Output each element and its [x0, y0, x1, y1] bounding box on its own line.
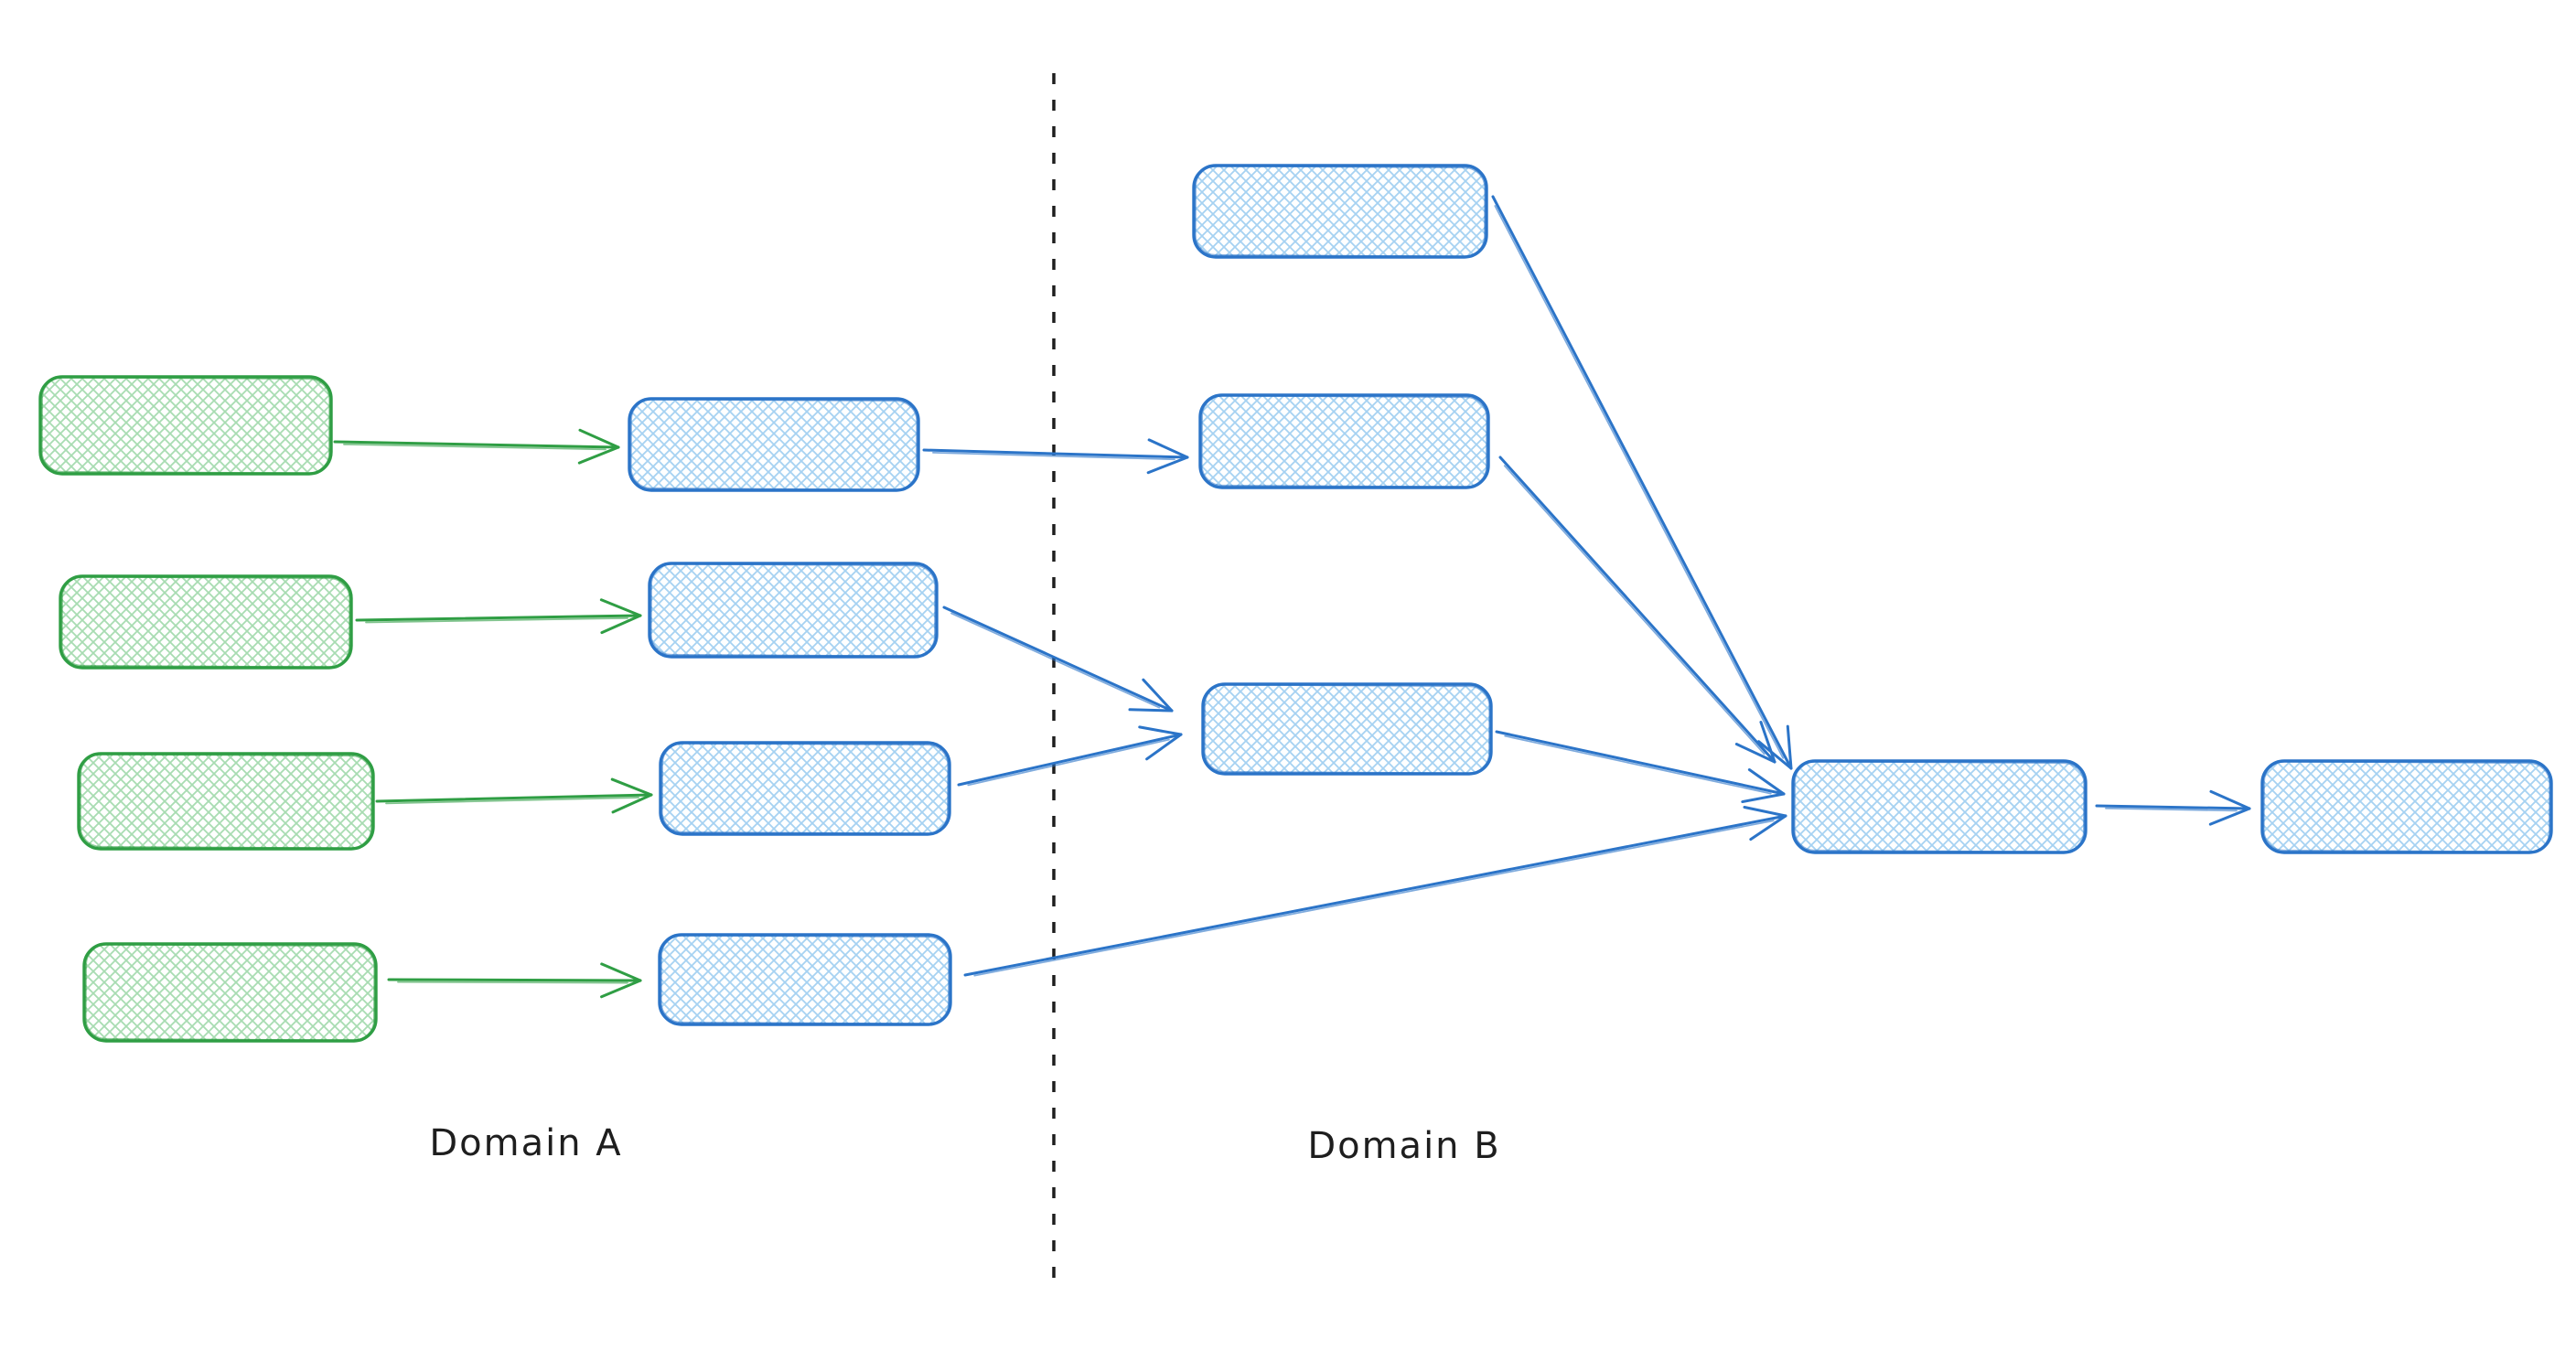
edge-stage-a4-to-merge[interactable]	[963, 805, 1787, 977]
node-stage-a1[interactable]	[628, 397, 920, 492]
node-output[interactable]	[2260, 759, 2553, 854]
edge-stage-b3-to-merge[interactable]	[1495, 730, 1786, 804]
node-stage-b1[interactable]	[1192, 164, 1488, 259]
edge-source-a1-to-stage-a1[interactable]	[333, 428, 620, 465]
node-source-a3[interactable]	[77, 752, 375, 851]
edge-stage-b1-to-merge[interactable]	[1491, 195, 1793, 770]
shapes-layer	[38, 73, 2553, 1281]
node-stage-b3[interactable]	[1201, 682, 1493, 776]
edge-merge-to-output[interactable]	[2095, 789, 2251, 826]
edge-stage-b2-to-merge[interactable]	[1498, 456, 1776, 764]
edge-stage-a2-to-stage-b3[interactable]	[942, 606, 1174, 713]
edge-source-a2-to-stage-a2[interactable]	[355, 598, 642, 635]
edge-stage-a1-to-stage-b2[interactable]	[922, 438, 1189, 475]
node-source-a4[interactable]	[82, 942, 378, 1043]
edge-stage-a3-to-stage-b3[interactable]	[957, 725, 1183, 787]
node-stage-b2[interactable]	[1198, 393, 1490, 489]
node-source-a2[interactable]	[59, 574, 353, 670]
edge-source-a4-to-stage-a4[interactable]	[387, 962, 642, 999]
node-stage-a4[interactable]	[658, 933, 952, 1026]
node-source-a1[interactable]	[38, 375, 333, 476]
domain-a-label[interactable]: Domain A	[429, 1122, 622, 1164]
node-merge[interactable]	[1791, 759, 2088, 854]
edge-source-a3-to-stage-a3[interactable]	[375, 777, 653, 814]
domain-b-label[interactable]: Domain B	[1307, 1125, 1500, 1167]
node-stage-a2[interactable]	[648, 562, 939, 659]
node-stage-a3[interactable]	[659, 741, 951, 836]
